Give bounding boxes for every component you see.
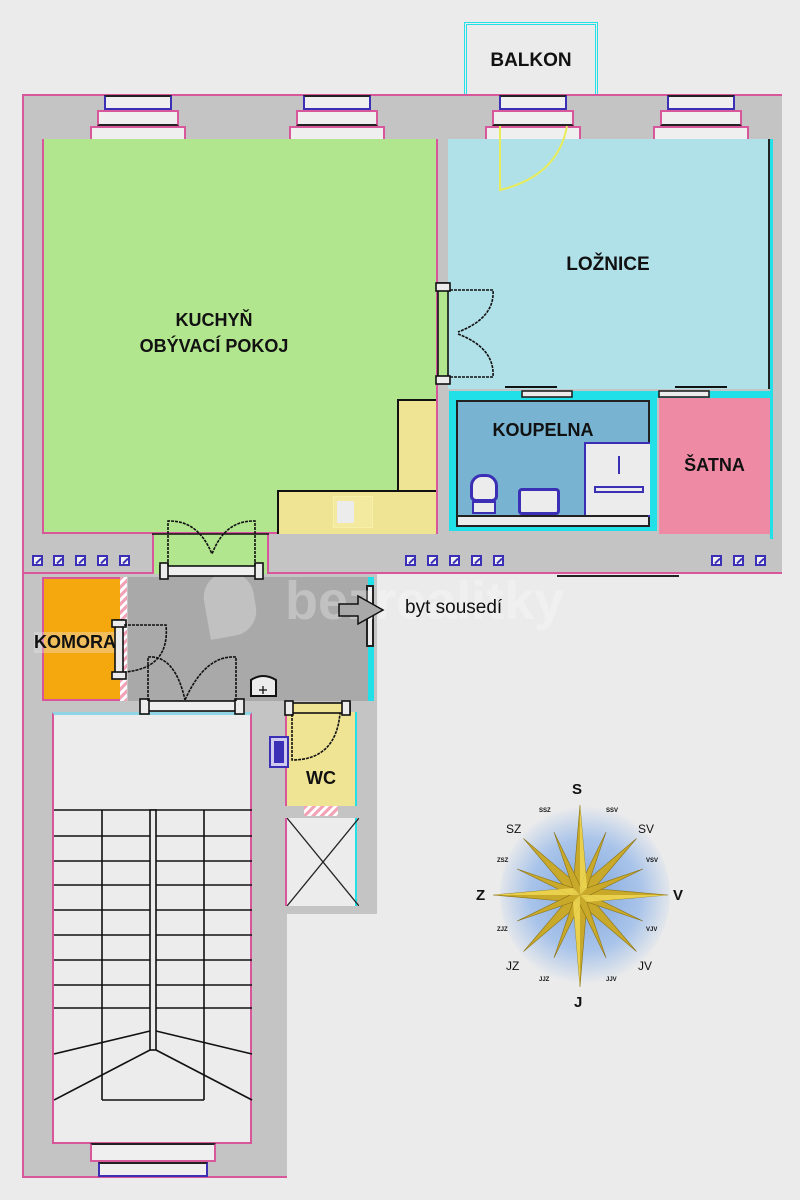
staircase[interactable] — [52, 712, 253, 1144]
exterior-wall-outline — [22, 94, 782, 574]
window-balcony-door — [485, 95, 581, 141]
compass-label-jz: JZ — [506, 959, 520, 973]
room-label-balkon: BALKON — [490, 50, 572, 71]
kitchen-sink — [333, 496, 373, 528]
room-label-loznice: LOŽNICE — [566, 254, 650, 275]
compass-label-j: J — [574, 994, 583, 1011]
room-satna[interactable]: ŠATNA — [659, 398, 770, 534]
compass-label-zjz: ZJZ — [497, 927, 508, 933]
compass-label-s: S — [572, 781, 583, 798]
meter-icon — [269, 736, 289, 768]
elevator-shaft — [285, 818, 359, 906]
komora-partition — [120, 577, 127, 701]
compass-star-icon — [492, 804, 669, 988]
compass-rose: S J Z V SZ SV JZ JV SSZ SSV ZSZ VSV ZJZ … — [470, 775, 700, 1020]
compass-label-ssz: SSZ — [539, 808, 551, 814]
room-label-koupelna: KOUPELNA — [492, 420, 594, 440]
room-label-kuchyn: KUCHYŇ OBÝVACÍ POKOJ — [139, 310, 289, 356]
compass-label-v: V — [673, 887, 684, 904]
room-komora[interactable]: KOMORA — [34, 577, 122, 701]
bathroom-bench — [458, 515, 648, 525]
staircase-window — [90, 1143, 216, 1177]
compass-label-jv: JV — [638, 959, 653, 973]
neighbor-wall-line — [557, 575, 679, 577]
room-label-satna: ŠATNA — [684, 455, 745, 475]
room-balkon[interactable]: BALKON — [464, 22, 598, 94]
loznice-right-cyan-edge — [770, 139, 773, 539]
neighbor-flat-label: byt sousedí — [405, 597, 503, 618]
wc-partition-hatch — [304, 806, 338, 816]
room-label-komora: KOMORA — [34, 632, 116, 653]
compass-label-sz: SZ — [506, 822, 522, 836]
compass-label-z: Z — [476, 887, 486, 904]
window-4 — [653, 95, 749, 141]
window-1 — [90, 95, 186, 141]
compass-label-jjv: JJV — [606, 977, 617, 983]
watermark: bezrealitky — [199, 560, 620, 640]
room-koupelna[interactable]: KOUPELNA — [456, 400, 650, 527]
compass-label-zsz: ZSZ — [497, 858, 509, 864]
room-loznice[interactable]: LOŽNICE — [448, 139, 770, 389]
room-label-wc: WC — [306, 768, 336, 788]
stairs-drawing — [54, 809, 253, 1101]
compass-label-ssv: SSV — [606, 808, 619, 814]
room-wc[interactable]: WC — [285, 712, 357, 806]
washbasin-icon — [518, 488, 560, 515]
compass-label-sv: SV — [638, 822, 655, 836]
room-kuchyn-obyvaci-pokoj[interactable]: KUCHYŇ OBÝVACÍ POKOJ — [42, 139, 438, 534]
window-2 — [289, 95, 385, 141]
compass-label-jjz: JJZ — [539, 977, 550, 983]
shower-icon — [584, 442, 650, 517]
compass-label-vsv: VSV — [646, 858, 659, 864]
satna-top-cyan — [657, 391, 773, 398]
compass-label-vjv: VJV — [646, 927, 658, 933]
toilet-icon — [470, 474, 498, 514]
